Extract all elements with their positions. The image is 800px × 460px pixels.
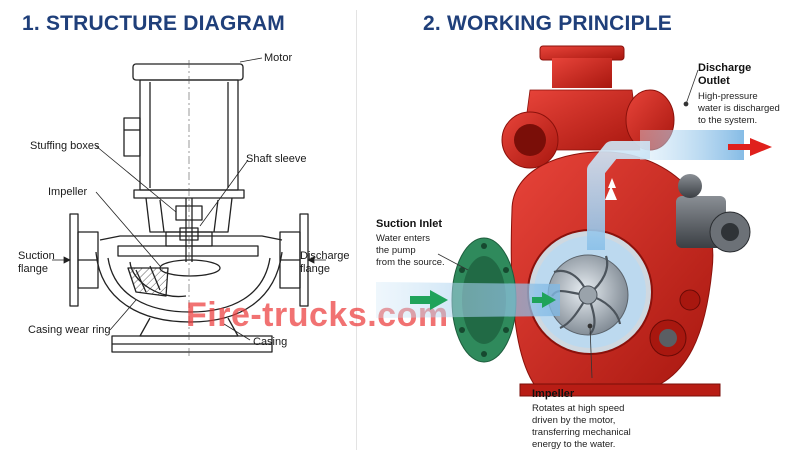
desc-impeller-line3: transferring mechanical (532, 427, 631, 439)
label-discharge-outlet-line2: Outlet (698, 75, 730, 88)
discharge-arrow-shaft (728, 144, 752, 150)
desc-discharge-line3: to the system. (698, 115, 757, 127)
label-suction-inlet: Suction Inlet (376, 218, 442, 231)
desc-impeller-line1: Rotates at high speed (532, 403, 624, 415)
label-impeller-working: Impeller (532, 388, 574, 401)
label-discharge-outlet-line1: Discharge (698, 62, 751, 75)
desc-impeller-line2: driven by the motor, (532, 415, 615, 427)
discharge-arrow-head (750, 138, 772, 156)
desc-suction-line2: the pump (376, 245, 416, 257)
desc-impeller-line4: energy to the water. (532, 439, 615, 451)
desc-suction-line3: from the source. (376, 257, 445, 269)
desc-discharge-line1: High-pressure (698, 91, 758, 103)
suction-arrow-shaft (410, 296, 432, 304)
desc-suction-line1: Water enters (376, 233, 430, 245)
desc-discharge-line2: water is discharged (698, 103, 780, 115)
